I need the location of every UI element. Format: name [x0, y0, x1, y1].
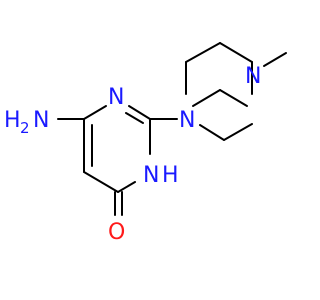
- bond-n1-c2: [128, 105, 151, 120]
- structure-diagram: H 2 N N N H O N N: [4, 42, 287, 245]
- bond-pip-ca-cb: [219, 89, 248, 107]
- bonds: [57, 42, 287, 216]
- bond-methyl: [263, 52, 287, 67]
- amino-h-count-label: 2: [20, 119, 30, 137]
- atom-labels: H 2 N N N H O N N: [4, 64, 261, 245]
- piperazine-n1-label: N: [179, 108, 195, 133]
- amino-h-label: H: [4, 108, 21, 133]
- amino-n-label: N: [33, 108, 49, 133]
- bond-pip-up-ring: [219, 42, 253, 63]
- ring-n1-label: N: [108, 85, 124, 110]
- bond-pip-n1-ca: [192, 89, 221, 107]
- bond-c4-c5: [83, 171, 119, 193]
- ring-n3-label: N: [143, 163, 159, 188]
- bond-n1-c2-double: [125, 112, 144, 124]
- carbonyl-o-label: O: [108, 220, 125, 245]
- ring-nh-h-label: H: [162, 163, 179, 188]
- bond-pip-n1-cc: [199, 124, 225, 141]
- bond-pip-cc-cd: [223, 123, 253, 141]
- bond-pip-ring-down: [185, 42, 221, 63]
- bond-n3-c4: [117, 181, 136, 193]
- bond-c6-n1: [83, 105, 107, 120]
- piperazine-n4-label: N: [245, 64, 261, 89]
